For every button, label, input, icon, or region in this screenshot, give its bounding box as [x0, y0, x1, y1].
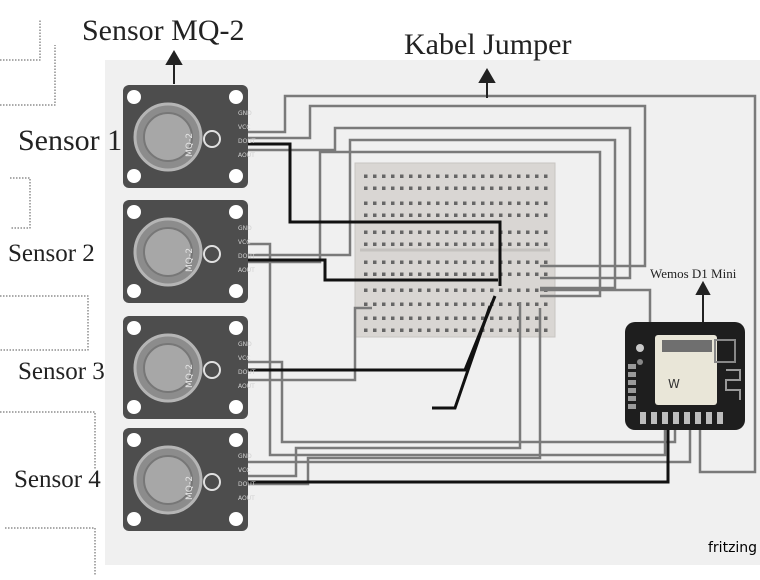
- left-note-frames: [0, 20, 96, 575]
- pin-label: DOUT: [238, 138, 256, 145]
- pin-label: DOUT: [238, 369, 256, 376]
- mq2-sensor-module: MQ-2 GND VCC DOUT AOUT: [123, 428, 256, 531]
- pin-label: GND: [238, 110, 252, 117]
- pin-label: GND: [238, 453, 252, 460]
- fritzing-watermark: fritzing: [708, 540, 757, 556]
- pin-label: AOUT: [238, 267, 255, 274]
- jumper-wires-dark: [248, 142, 670, 484]
- sensor-type-label: Sensor MQ-2: [82, 14, 245, 47]
- sensor-modules: MQ-2GNDVCCDOUTAOUTMQ-2GNDVCCDOUTAOUTMQ-2…: [123, 85, 256, 531]
- sensor-1-label: Sensor 1: [18, 124, 123, 157]
- mq2-sensor-module: MQ-2 GND VCC DOUT AOUT: [123, 85, 256, 188]
- board-pin-header: [628, 364, 723, 424]
- breadboard: [354, 162, 556, 338]
- pin-label: VCC: [238, 239, 250, 246]
- sensor-3-label: Sensor 3: [18, 358, 105, 385]
- pin-label: DOUT: [238, 253, 256, 260]
- breadboard-holes: [364, 174, 548, 332]
- pin-label: VCC: [238, 124, 250, 131]
- chip-label: MQ-2: [185, 364, 195, 388]
- chip-label: MQ-2: [185, 133, 195, 157]
- mq2-sensor-module: MQ-2 GND VCC DOUT AOUT: [123, 316, 256, 419]
- wemos-d1-mini-board: W: [625, 322, 745, 430]
- jumper-wires-light: [248, 94, 757, 486]
- board-logo-text: W: [668, 377, 680, 391]
- pin-label: AOUT: [238, 152, 255, 159]
- sensor-2-label: Sensor 2: [8, 240, 95, 267]
- board-label: Wemos D1 Mini: [650, 266, 737, 281]
- pin-label: VCC: [238, 467, 250, 474]
- pin-label: AOUT: [238, 495, 255, 502]
- pin-label: GND: [238, 225, 252, 232]
- cable-label: Kabel Jumper: [404, 28, 572, 61]
- pin-label: AOUT: [238, 383, 255, 390]
- mq2-sensor-module: MQ-2 GND VCC DOUT AOUT: [123, 200, 256, 303]
- pin-label: VCC: [238, 355, 250, 362]
- label-arrows: [165, 50, 711, 322]
- chip-label: MQ-2: [185, 476, 195, 500]
- sensor-4-label: Sensor 4: [14, 466, 101, 493]
- pin-label: DOUT: [238, 481, 256, 488]
- pin-label: GND: [238, 341, 252, 348]
- chip-label: MQ-2: [185, 248, 195, 272]
